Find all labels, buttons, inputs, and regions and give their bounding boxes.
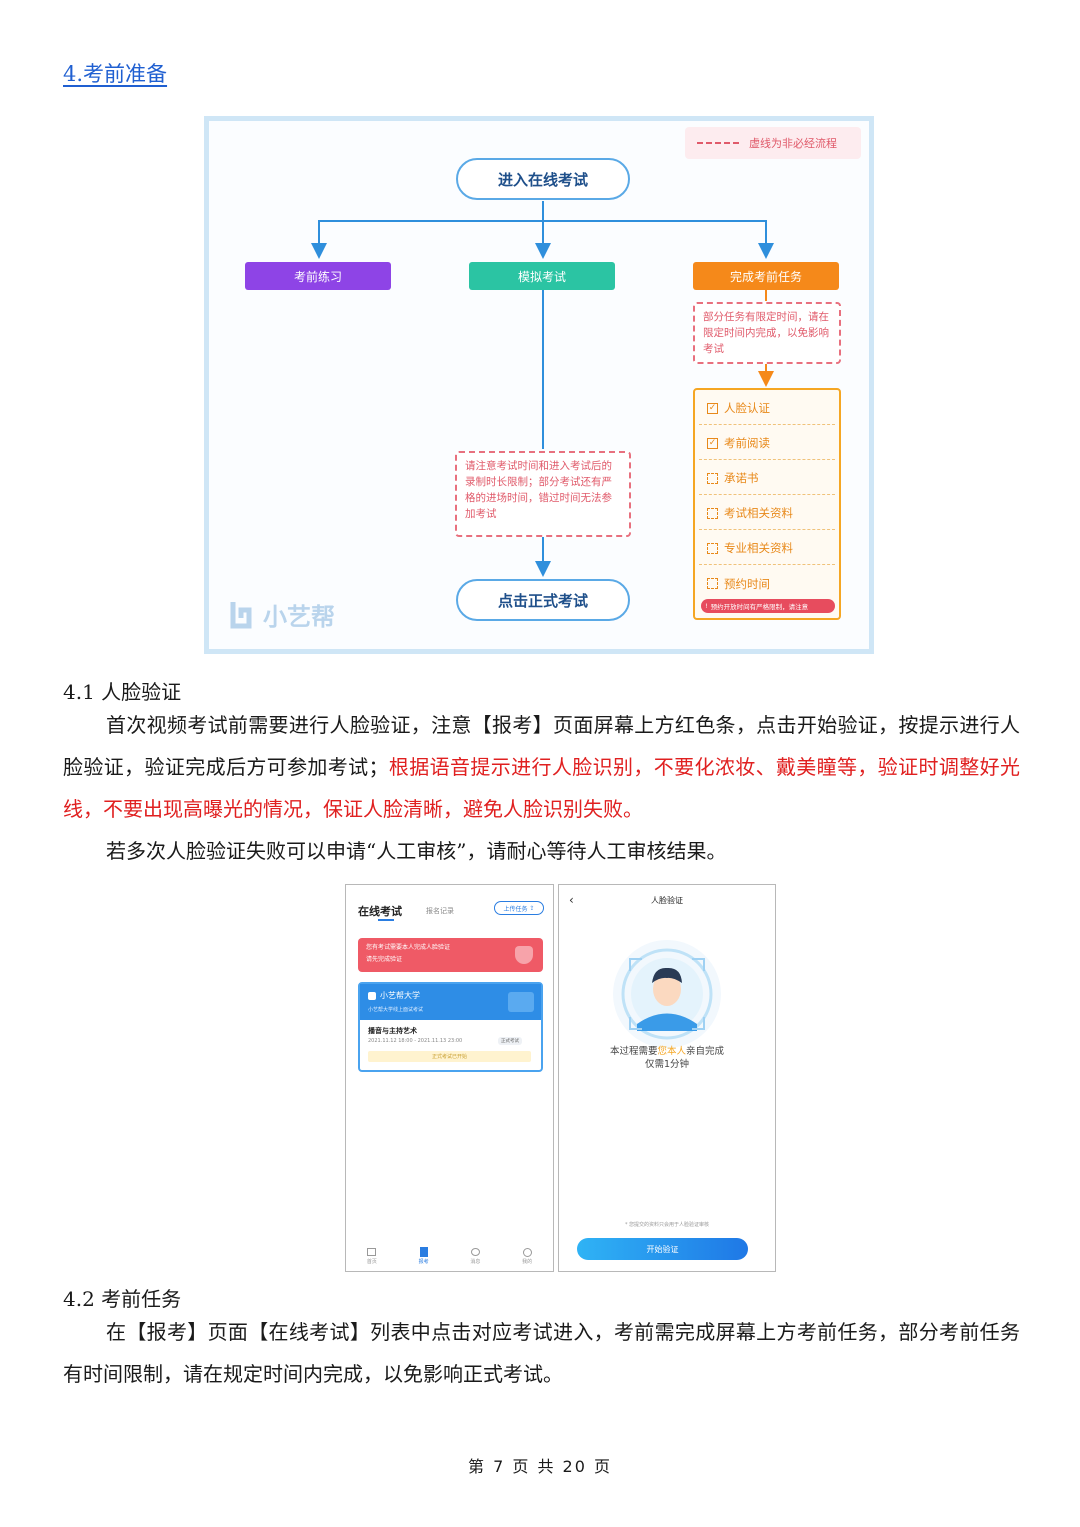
mock-note: 请注意考试时间和进入考试后的录制时长限制；部分考试还有严格的进场时间，错过时间无… xyxy=(455,451,631,537)
exam-time: 2021.11.12 18:00 - 2021.11.13 23:00 xyxy=(368,1038,463,1044)
exam-card[interactable]: 小艺帮大学 小艺帮大学线上面试考试 播音与主持艺术 2021.11.12 18:… xyxy=(358,982,543,1072)
checkbox-checked-icon: ✓ xyxy=(707,437,718,449)
message-icon xyxy=(470,1247,480,1256)
section-heading-4-1: 4.1 人脸验证 xyxy=(63,680,182,704)
exam-badge: 正式考试 xyxy=(498,1037,522,1045)
school-logo-icon xyxy=(368,991,376,1000)
bottom-nav: 首页 报考 消息 我的 xyxy=(346,1241,553,1271)
verify-description: 本过程需要您本人亲自完成 仅需1分钟 xyxy=(609,1046,725,1070)
paragraph-face-verify: 首次视频考试前需要进行人脸验证，注意【报考】页面屏幕上方红色条，点击开始验证，按… xyxy=(63,713,1021,821)
checkbox-empty-icon xyxy=(707,542,718,554)
shield-icon xyxy=(515,946,533,964)
upload-task-button[interactable]: 上传任务⇪ xyxy=(494,901,544,915)
nav-messages[interactable]: 消息 xyxy=(470,1247,480,1265)
nav-mine[interactable]: 我的 xyxy=(522,1247,532,1265)
paragraph-manual-review: 若多次人脸验证失败可以申请“人工审核”，请耐心等待人工审核结果。 xyxy=(106,839,727,863)
branch-mock: 模拟考试 xyxy=(469,262,615,290)
nav-exam[interactable]: 报考 xyxy=(419,1247,429,1265)
paragraph-pre-exam-tasks: 在【报考】页面【在线考试】列表中点击对应考试进入，考前需完成屏幕上方考前任务，部… xyxy=(63,1320,1020,1386)
page-footer: 第 7 页 共 20 页 xyxy=(468,1457,612,1476)
exam-card-header: 小艺帮大学 小艺帮大学线上面试考试 xyxy=(360,984,541,1020)
branch-task: 完成考前任务 xyxy=(693,262,839,290)
tab-online-exam[interactable]: 在线考试 xyxy=(358,905,402,918)
nav-home[interactable]: 首页 xyxy=(367,1247,377,1265)
profile-icon xyxy=(522,1247,532,1257)
task-item: 预约时间 xyxy=(699,567,835,600)
checkbox-empty-icon xyxy=(707,472,718,484)
task-warning: ! 预约开放时间有严格限制，请注意 xyxy=(701,599,835,613)
task-item: ✓考前阅读 xyxy=(699,427,835,460)
legend-label: 虚线为非必经流程 xyxy=(749,137,837,150)
branch-practice: 考前练习 xyxy=(245,262,391,290)
connector-start-practice xyxy=(311,220,543,259)
task-list: ✓人脸认证 ✓考前阅读 承诺书 考试相关资料 专业相关资料 预约时间 ! 预约开… xyxy=(693,388,841,620)
upload-icon: ⇪ xyxy=(529,904,535,912)
brand-logo-icon xyxy=(230,601,252,628)
legend: 虚线为非必经流程 xyxy=(685,127,861,159)
checkbox-empty-icon xyxy=(707,507,718,519)
start-verify-button[interactable]: 开始验证 xyxy=(577,1238,748,1260)
exam-name: 播音与主持艺术 xyxy=(368,1027,417,1035)
school-name: 小艺帮大学 xyxy=(380,991,420,1000)
exam-status: 正式考试已开始 xyxy=(368,1051,531,1062)
connector-start-task xyxy=(543,220,774,259)
task-item: ✓人脸认证 xyxy=(699,392,835,425)
checkbox-empty-icon xyxy=(707,578,718,589)
start-node: 进入在线考试 xyxy=(456,158,630,200)
end-node: 点击正式考试 xyxy=(456,579,630,621)
screen-title: 人脸验证 xyxy=(651,896,683,905)
task-note: 部分任务有限定时间，请在限定时间内完成，以免影响考试 xyxy=(693,302,841,364)
back-arrow-icon[interactable]: ‹ xyxy=(569,893,574,907)
section-heading-4-2: 4.2 考前任务 xyxy=(63,1287,182,1311)
exam-icon xyxy=(419,1247,428,1257)
privacy-footnote: * 您提交的资料只会用于人脸验证审核 xyxy=(624,1222,710,1228)
watermark-logo: 小艺帮 xyxy=(229,597,335,632)
warning-text: 根据语音提示进行人脸识别，不要化浓妆、戴美瞳等，验证时调整好光线，不要出现高曝光… xyxy=(63,755,1021,821)
task-item: 专业相关资料 xyxy=(699,532,835,565)
task-item: 承诺书 xyxy=(699,462,835,495)
highlight-text: 您本人 xyxy=(657,1046,686,1057)
tab-signup-records[interactable]: 报名记录 xyxy=(426,907,454,915)
home-icon xyxy=(367,1247,377,1256)
flowchart: 虚线为非必经流程 进入在线考试 考前练习 模拟考试 完成考前任务 部分任务有限定… xyxy=(204,116,874,654)
face-verify-banner[interactable]: 您有考试需要本人完成人脸验证 请先完成验证 xyxy=(358,938,543,972)
section-heading-link[interactable]: 4.考前准备 xyxy=(63,62,168,86)
face-illustration-icon xyxy=(613,940,721,1048)
flowchart-connectors xyxy=(311,201,774,577)
video-play-icon xyxy=(508,992,534,1012)
phone-screenshot-exam-list: 在线考试 报名记录 上传任务⇪ 您有考试需要本人完成人脸验证 请先完成验证 小艺… xyxy=(345,884,554,1272)
legend-dash-icon xyxy=(697,142,739,144)
task-item: 考试相关资料 xyxy=(699,497,835,530)
school-subtitle: 小艺帮大学线上面试考试 xyxy=(368,1007,424,1013)
phone-screenshot-face-verify: ‹ 人脸验证 本过程需要您本人亲自完成 仅需1分钟 * 您提交的资料只会用于人脸… xyxy=(558,884,776,1272)
checkbox-checked-icon: ✓ xyxy=(707,402,718,414)
warning-icon: ! xyxy=(705,602,708,610)
tab-underline xyxy=(378,919,394,921)
